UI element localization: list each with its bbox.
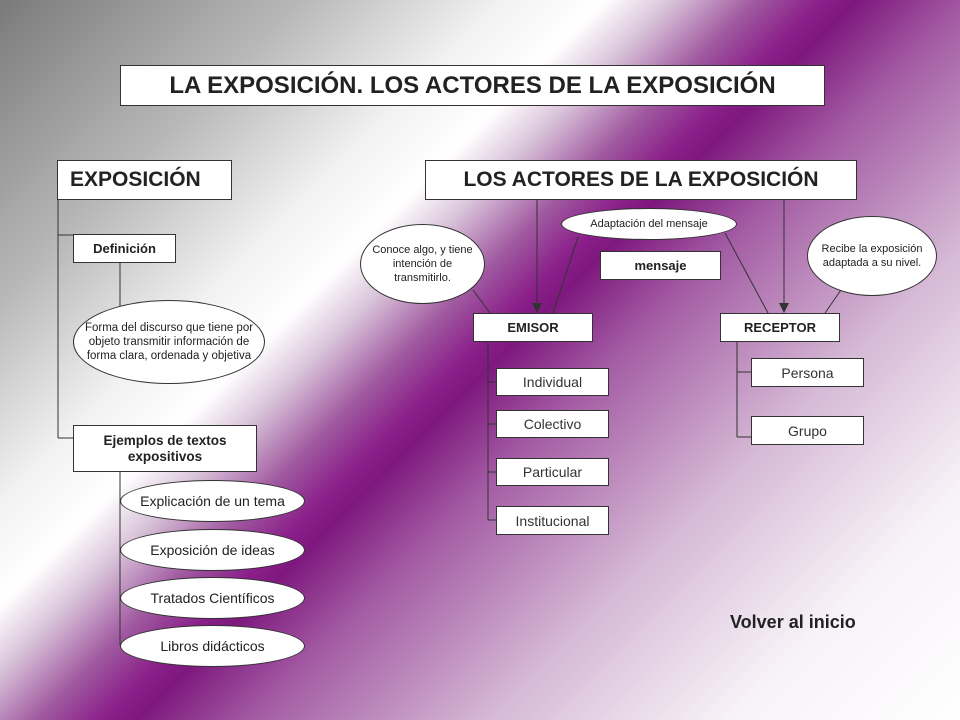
receptor-type-box: Grupo xyxy=(751,416,864,445)
example-ellipse: Explicación de un tema xyxy=(120,480,305,522)
emisor-type-box: Particular xyxy=(496,458,609,486)
receptor-box: RECEPTOR xyxy=(720,313,840,342)
definicion-box: Definición xyxy=(73,234,176,263)
emisor-type-box: Institucional xyxy=(496,506,609,535)
exposicion-heading: EXPOSICIÓN xyxy=(57,160,232,200)
adaptacion-ellipse: Adaptación del mensaje xyxy=(561,208,737,240)
emisor-note-ellipse: Conoce algo, y tiene intención de transm… xyxy=(360,224,485,304)
emisor-box: EMISOR xyxy=(473,313,593,342)
mensaje-box: mensaje xyxy=(600,251,721,280)
receptor-type-box: Persona xyxy=(751,358,864,387)
page-title: LA EXPOSICIÓN. LOS ACTORES DE LA EXPOSIC… xyxy=(120,65,825,106)
volver-inicio-link[interactable]: Volver al inicio xyxy=(730,612,856,632)
example-ellipse: Exposición de ideas xyxy=(120,529,305,571)
emisor-type-box: Individual xyxy=(496,368,609,396)
example-ellipse: Libros didácticos xyxy=(120,625,305,667)
actores-heading: LOS ACTORES DE LA EXPOSICIÓN xyxy=(425,160,857,200)
ejemplos-box: Ejemplos de textos expositivos xyxy=(73,425,257,472)
definicion-ellipse: Forma del discurso que tiene por objeto … xyxy=(73,300,265,384)
emisor-type-box: Colectivo xyxy=(496,410,609,438)
example-ellipse: Tratados Científicos xyxy=(120,577,305,619)
receptor-note-ellipse: Recibe la exposición adaptada a su nivel… xyxy=(807,216,937,296)
